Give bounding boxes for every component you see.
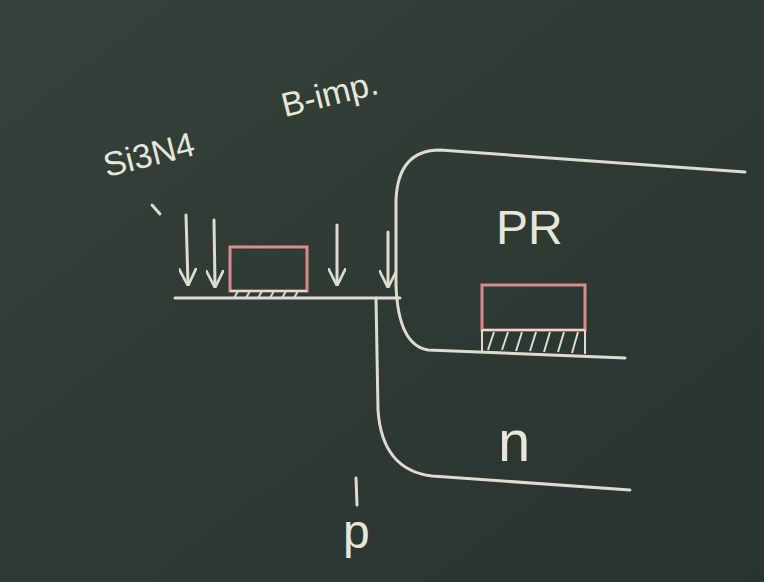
wafer-surface bbox=[175, 297, 400, 300]
region-label: PR bbox=[496, 204, 563, 252]
region-label: n bbox=[498, 412, 530, 470]
implant-arrow bbox=[387, 232, 390, 286]
region-label: p bbox=[343, 508, 370, 556]
nitride-block bbox=[482, 285, 585, 330]
implant-arrow bbox=[336, 225, 339, 284]
oxide-hatch bbox=[230, 291, 307, 298]
oxide-hatch bbox=[482, 330, 585, 354]
implant-arrow bbox=[152, 205, 160, 214]
nitride-block bbox=[230, 247, 307, 291]
photoresist-outline bbox=[396, 150, 745, 358]
n-well-outline bbox=[376, 298, 630, 490]
implant-arrow bbox=[186, 215, 188, 284]
implant-arrow bbox=[214, 220, 215, 286]
chalk-lines bbox=[152, 150, 745, 505]
p-substrate-mark bbox=[356, 478, 357, 505]
